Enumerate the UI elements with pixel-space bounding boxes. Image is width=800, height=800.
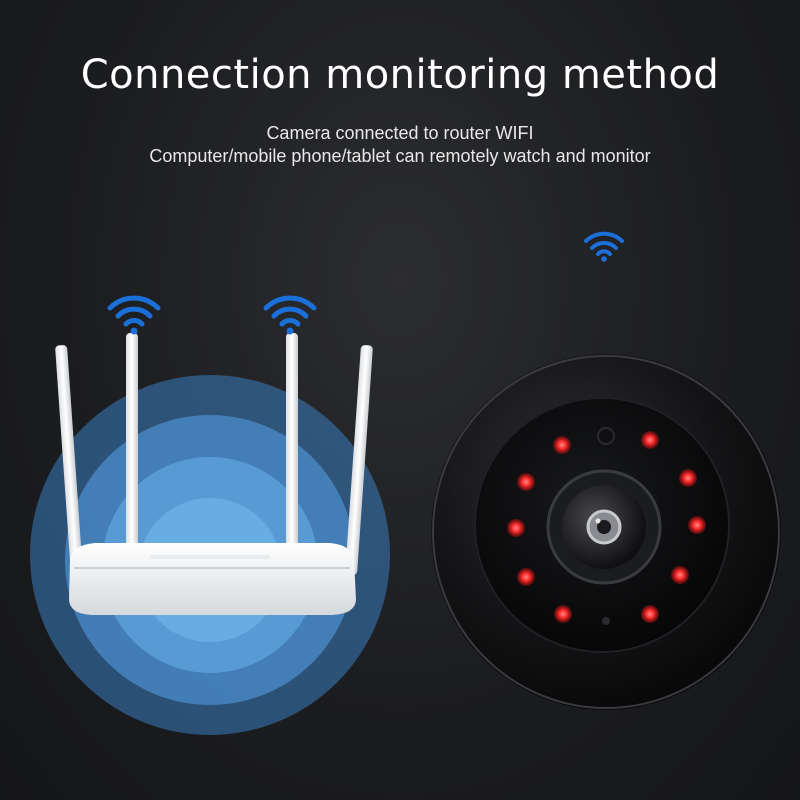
- subtitle-line-1: Camera connected to router WIFI: [266, 123, 534, 143]
- wifi-icon: [263, 295, 317, 335]
- wifi-icon: [584, 231, 624, 262]
- security-camera: [431, 354, 781, 710]
- page-title: Connection monitoring method: [80, 52, 720, 98]
- wifi-router: [55, 333, 373, 615]
- subtitle-line-2: Computer/mobile phone/tablet can remotel…: [149, 146, 651, 166]
- wifi-icon: [107, 295, 161, 335]
- ir-led-ring: [507, 431, 706, 623]
